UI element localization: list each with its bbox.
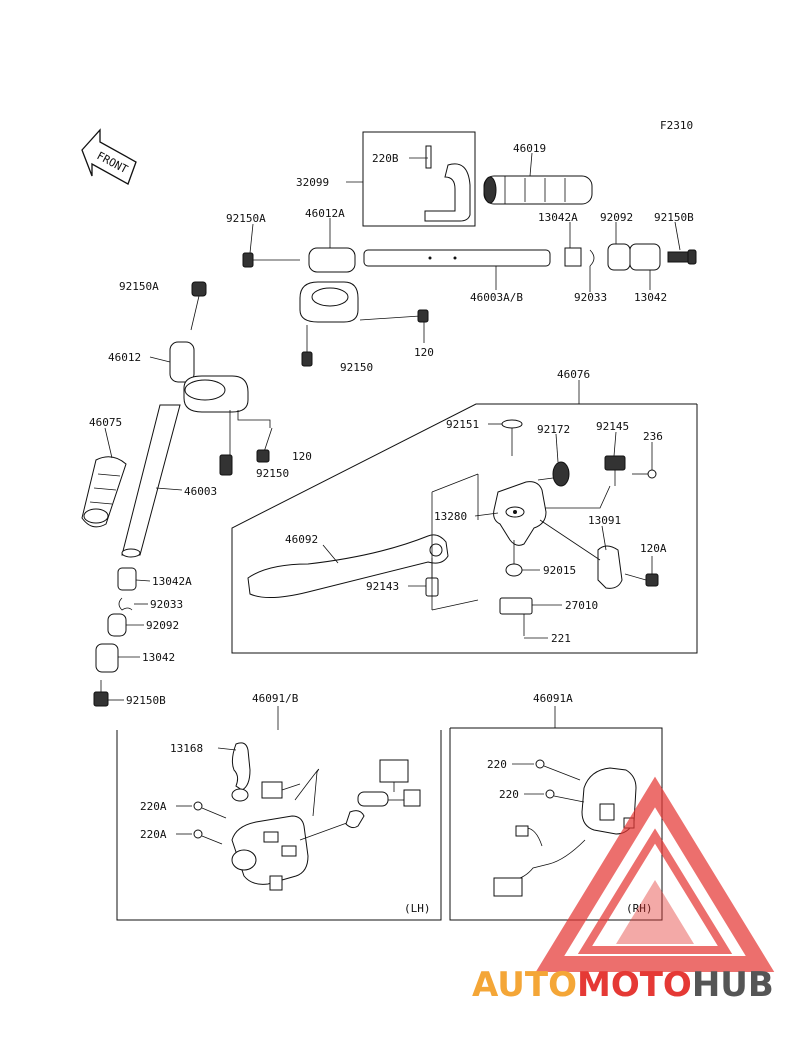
clutch-holder-part xyxy=(493,481,547,546)
screw-236-part xyxy=(632,469,657,479)
label-lh: (LH) xyxy=(404,902,431,915)
clutch-lever-part xyxy=(247,534,449,598)
label-46091A: 46091A xyxy=(533,692,573,705)
screw-220A-2 xyxy=(193,829,223,845)
label-92015: 92015 xyxy=(543,564,576,577)
bolt-92150-part xyxy=(301,325,313,367)
bolt-part xyxy=(242,252,300,268)
clamp-upper-right-part xyxy=(299,247,359,323)
lh-switch-box xyxy=(116,730,442,921)
label-120A: 120A xyxy=(640,542,667,555)
label-13042A-left: 13042A xyxy=(152,575,192,588)
label-92150B-top: 92150B xyxy=(654,211,694,224)
label-120-mid: 120 xyxy=(292,450,312,463)
bolt-120A-part xyxy=(624,573,659,587)
lh-bracket-part xyxy=(231,742,251,802)
watermark-logo xyxy=(535,776,775,972)
label-46092: 46092 xyxy=(285,533,318,546)
label-46003AB: 46003A/B xyxy=(470,291,523,304)
label-92150-mid: 92150 xyxy=(256,467,289,480)
handlebar-right-part xyxy=(363,249,551,267)
pivot-bolt-part xyxy=(501,419,523,456)
bolt-92150A-left xyxy=(190,281,207,331)
label-13091: 13091 xyxy=(588,514,621,527)
end-parts-left xyxy=(93,567,137,707)
handlebar-left-part xyxy=(121,404,181,558)
label-92145: 92145 xyxy=(596,420,629,433)
label-92092-top: 92092 xyxy=(600,211,633,224)
label-92150A-top: 92150A xyxy=(226,212,266,225)
bolt-120-part xyxy=(359,309,429,323)
label-221: 221 xyxy=(551,632,571,645)
screw-220-1 xyxy=(535,759,581,781)
label-120-top: 120 xyxy=(414,346,434,359)
adjuster-part xyxy=(537,461,570,487)
label-220-1: 220 xyxy=(487,758,507,771)
label-46012A: 46012A xyxy=(305,207,345,220)
label-32099: 32099 xyxy=(296,176,329,189)
lh-wiring-part xyxy=(261,759,421,817)
label-92150A-left: 92150A xyxy=(119,280,159,293)
label-92092-left: 92092 xyxy=(146,619,179,632)
label-46019: 46019 xyxy=(513,142,546,155)
clutch-assembly-box xyxy=(231,403,698,654)
label-13168: 13168 xyxy=(170,742,203,755)
switch-part xyxy=(604,455,626,486)
rh-switch-box xyxy=(449,727,663,921)
label-92033-top: 92033 xyxy=(574,291,607,304)
label-46076: 46076 xyxy=(557,368,590,381)
throttle-cable-box xyxy=(362,131,476,227)
label-92151: 92151 xyxy=(446,418,479,431)
clamp-left-part xyxy=(169,341,249,413)
label-46003: 46003 xyxy=(184,485,217,498)
figure-code: F2310 xyxy=(660,119,693,132)
label-46075: 46075 xyxy=(89,416,122,429)
label-92143: 92143 xyxy=(366,580,399,593)
label-220B: 220B xyxy=(372,152,399,165)
label-92033-left: 92033 xyxy=(150,598,183,611)
throttle-cable-part xyxy=(424,145,471,222)
front-arrow-icon: FRONT xyxy=(81,128,137,185)
clamp-13091-part xyxy=(597,545,623,589)
screw-220-2 xyxy=(545,789,585,803)
nut-92015-part xyxy=(505,563,523,577)
label-92150B-left: 92150B xyxy=(126,694,166,707)
watermark-hub: HUB xyxy=(692,965,774,1005)
bolt-120-left xyxy=(256,427,273,463)
watermark-auto: AUTO xyxy=(472,965,577,1005)
label-27010: 27010 xyxy=(565,599,598,612)
label-13280: 13280 xyxy=(434,510,467,523)
label-46091B: 46091/B xyxy=(252,692,299,705)
screw-220A-1 xyxy=(193,801,227,819)
switch-27010-part xyxy=(499,597,533,615)
label-220A-2: 220A xyxy=(140,828,167,841)
label-13042-top: 13042 xyxy=(634,291,667,304)
watermark-text: AUTOMOTOHUB xyxy=(472,965,774,1005)
label-46012: 46012 xyxy=(108,351,141,364)
end-parts-right xyxy=(564,243,697,271)
label-13042-left: 13042 xyxy=(142,651,175,664)
label-92150-top: 92150 xyxy=(340,361,373,374)
left-grip-part xyxy=(81,456,127,528)
label-92172: 92172 xyxy=(537,423,570,436)
watermark-moto: MOTO xyxy=(577,965,692,1005)
throttle-grip-part xyxy=(483,175,593,205)
label-rh: (RH) xyxy=(626,902,653,915)
bolt-92150-left xyxy=(219,454,233,476)
label-220A-1: 220A xyxy=(140,800,167,813)
lh-switch-part xyxy=(231,810,365,891)
label-236: 236 xyxy=(643,430,663,443)
label-220-2: 220 xyxy=(499,788,519,801)
label-13042A-top: 13042A xyxy=(538,211,578,224)
